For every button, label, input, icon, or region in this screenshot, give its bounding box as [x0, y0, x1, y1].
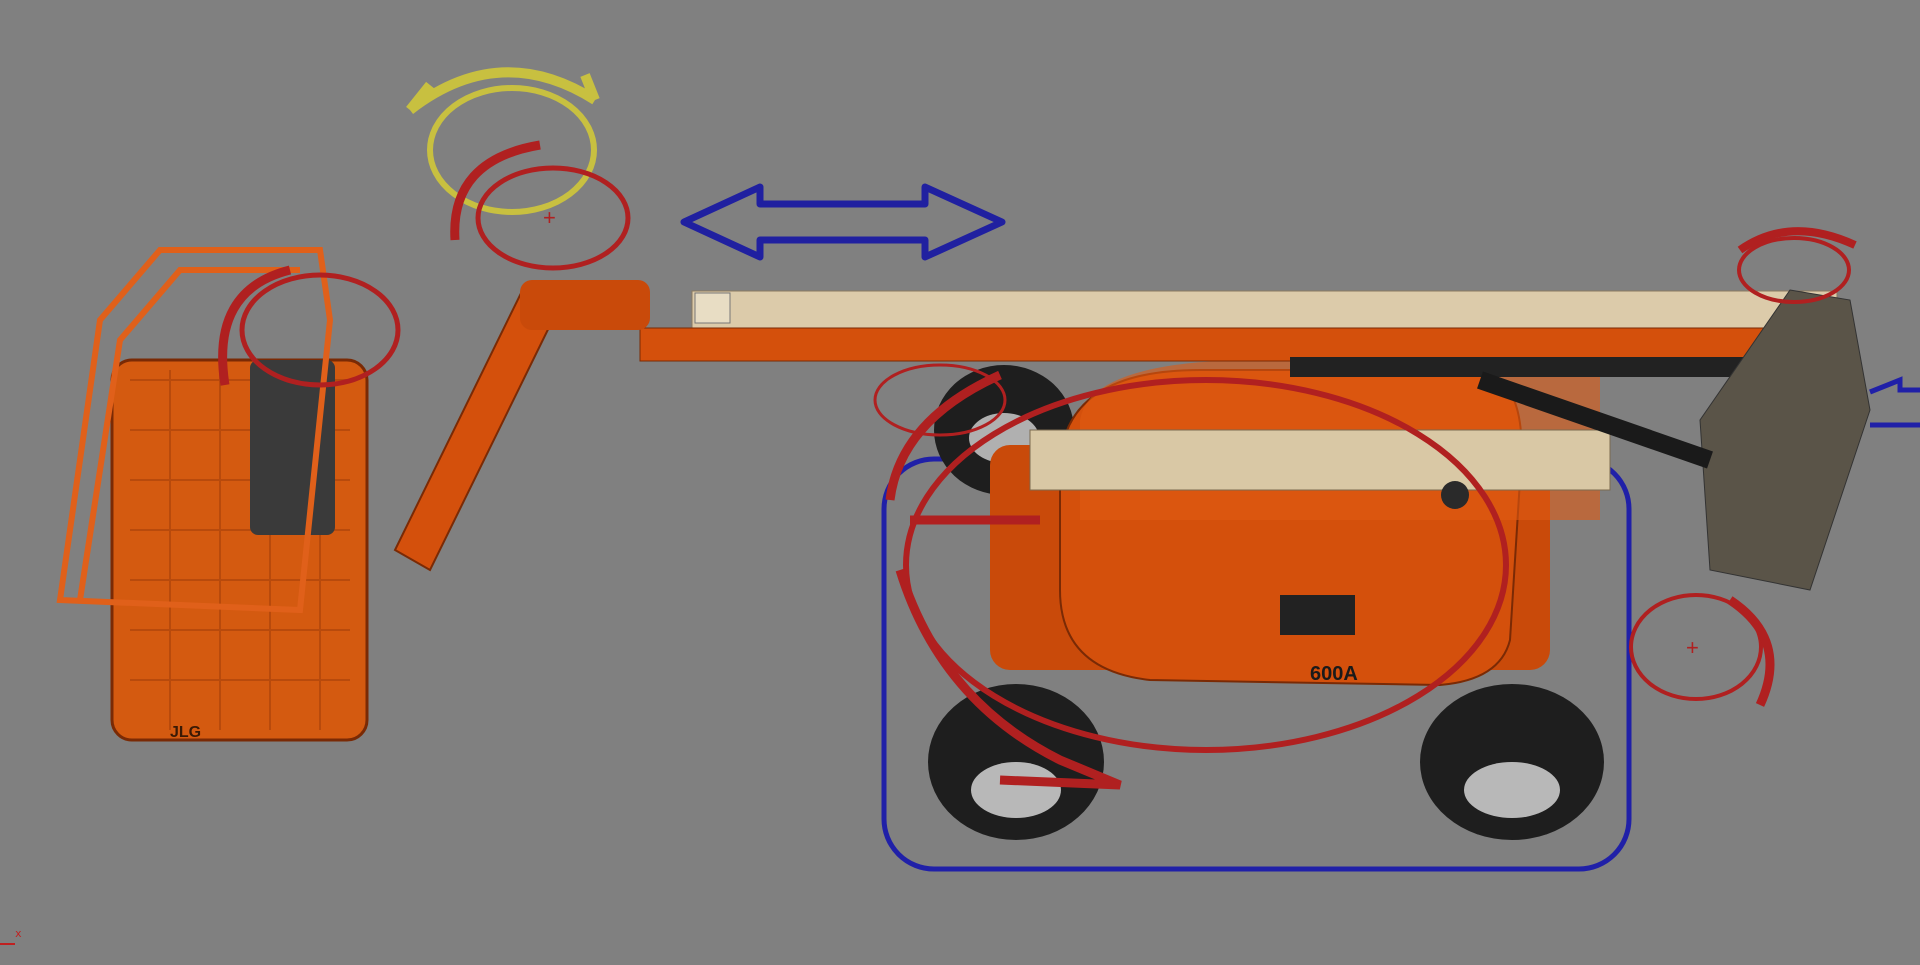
chassis: 600A	[990, 360, 1611, 687]
axis-gizmo-x-label: x	[15, 927, 22, 940]
jib-rotate-control[interactable]: +	[450, 140, 631, 271]
pivot-plus-icon: +	[543, 205, 556, 230]
side-arrow-control[interactable]	[1869, 376, 1920, 428]
tip-rotate-control[interactable]	[1737, 227, 1857, 304]
pivot-plus-icon: +	[1686, 635, 1699, 660]
basket-rotate-control-yellow[interactable]	[406, 67, 600, 215]
basket: JLG	[56, 247, 369, 742]
main-boom	[639, 289, 1871, 591]
front-wheel-left	[928, 684, 1104, 840]
lower-arm	[393, 280, 650, 572]
boom-lift-control[interactable]	[873, 363, 1007, 437]
basket-logo: JLG	[170, 724, 201, 741]
front-wheel-right	[1420, 684, 1604, 840]
body-model-label: 600A	[1310, 663, 1358, 685]
boom-extend-arrow[interactable]	[680, 183, 1006, 261]
turret-rotate-control[interactable]	[885, 370, 1509, 790]
axis-gizmo-x-line	[0, 943, 15, 945]
side-rotate-control[interactable]: +	[1629, 593, 1775, 707]
basket-rotate-control[interactable]	[218, 265, 401, 388]
